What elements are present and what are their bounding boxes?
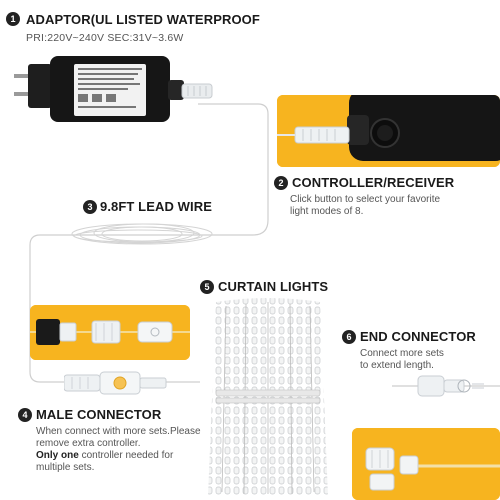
end-connector-title: END CONNECTOR <box>360 329 476 344</box>
step-badge-6: 6 <box>342 330 356 344</box>
step-badge-2: 2 <box>274 176 288 190</box>
male-connector-desc-line3: Only one controller needed for <box>36 450 173 462</box>
curtain-lights-image <box>208 298 328 496</box>
adaptor-title: ADAPTOR(UL LISTED WATERPROOF <box>26 12 260 27</box>
curtain-lights-title: CURTAIN LIGHTS <box>218 279 329 294</box>
controller-desc-line2: light modes of 8. <box>290 206 364 217</box>
male-connector-desc-line4: multiple sets. <box>36 462 95 473</box>
end-connector-image <box>392 375 500 397</box>
step-badge-1: 1 <box>6 12 20 26</box>
controller-image-panel <box>277 95 500 167</box>
adaptor-image <box>14 56 213 122</box>
end-connector-desc-line1: Connect more sets <box>360 348 444 359</box>
controller-image <box>277 95 500 167</box>
controller-title: CONTROLLER/RECEIVER <box>292 175 455 190</box>
male-connector-desc-line2: remove extra controller. <box>36 438 141 449</box>
male-connector-desc-line1: When connect with more sets.Please <box>36 426 201 437</box>
male-connector-emphasis: Only one <box>36 450 79 461</box>
lead-wire-title: 9.8FT LEAD WIRE <box>100 199 213 214</box>
step-badge-4: 4 <box>18 408 32 422</box>
lead-wire-image <box>71 223 213 245</box>
male-connector-image <box>64 371 167 395</box>
adaptor-spec: PRI:220V~240V SEC:31V~3.6W <box>26 32 184 44</box>
end-connector-detail-image <box>352 428 500 500</box>
male-connector-panel-image <box>30 305 190 360</box>
male-connector-desc-line3-rest: controller needed for <box>78 450 174 461</box>
male-connector-title: MALE CONNECTOR <box>36 407 162 422</box>
controller-desc-line1: Click button to select your favorite <box>290 194 441 205</box>
step-badge-5: 5 <box>200 280 214 294</box>
end-connector-desc-line2: to extend length. <box>360 360 434 371</box>
step-badge-3: 3 <box>83 200 97 214</box>
end-connector-detail-panel <box>352 428 500 500</box>
male-connector-panel <box>30 305 190 360</box>
